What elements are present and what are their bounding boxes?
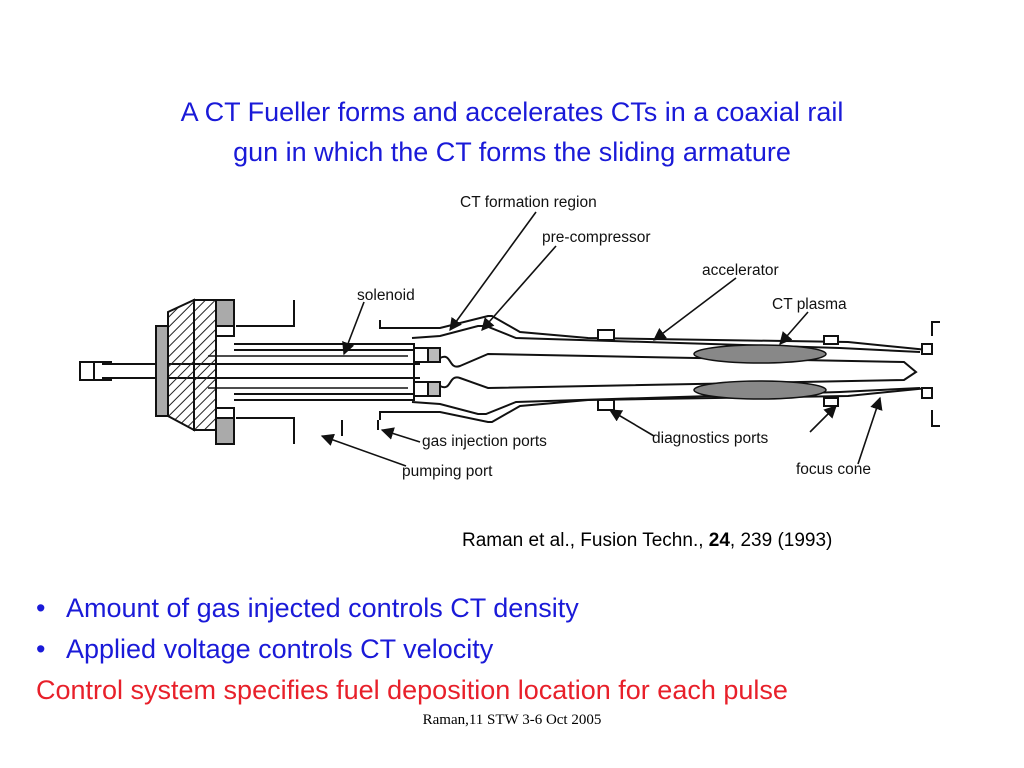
leader-arrows (320, 211, 883, 467)
title-line-1: A CT Fueller forms and accelerates CTs i… (180, 97, 844, 127)
inner-electrode (439, 352, 918, 390)
gun-structure (79, 298, 940, 445)
label-focus-cone: focus cone (796, 461, 871, 478)
ct-plasma-top (693, 344, 827, 364)
slide-footer: Raman,11 STW 3-6 Oct 2005 (422, 712, 602, 728)
outer-electrode (234, 343, 415, 401)
citation: Raman et al., Fusion Techn., 24, 239 (19… (462, 530, 832, 552)
label-solenoid: solenoid (357, 287, 415, 304)
end-flange (155, 325, 169, 417)
slide-title: A CT Fueller forms and accelerates CTs i… (40, 92, 984, 172)
bullet-symbol: • (36, 593, 46, 623)
ct-plasma-bottom (693, 380, 827, 400)
outer-wall-bottom (412, 387, 929, 423)
title-line-2: gun in which the CT forms the sliding ar… (233, 137, 791, 167)
label-ct-formation-region: CT formation region (460, 194, 597, 211)
citation-volume: 24 (708, 530, 730, 551)
bullet-text: Applied voltage controls CT velocity (66, 634, 494, 664)
ct-plasma (693, 344, 827, 400)
label-gas-injection-ports: gas injection ports (422, 433, 547, 450)
diagnostics-port (597, 399, 615, 411)
citation-suffix: , 239 (1993) (729, 530, 833, 551)
label-pre-compressor: pre-compressor (542, 229, 651, 246)
label-accelerator: accelerator (702, 262, 779, 279)
citation-prefix: Raman et al., Fusion Techn., (462, 530, 709, 551)
bullet-text: Amount of gas injected controls CT densi… (66, 593, 579, 623)
bullet-item: • Amount of gas injected controls CT dens… (36, 588, 579, 629)
diagnostics-port (597, 329, 615, 341)
inner-rod (102, 363, 420, 379)
diagnostics-port (823, 397, 839, 407)
diagnostics-port (823, 335, 839, 345)
bullet-item: • Applied voltage controls CT velocity (36, 629, 579, 670)
bullet-list: • Amount of gas injected controls CT dens… (36, 588, 579, 670)
highlight-statement: Control system specifies fuel deposition… (36, 675, 788, 705)
hatched-block (167, 298, 195, 432)
bullet-symbol: • (36, 634, 46, 664)
label-ct-plasma: CT plasma (772, 296, 847, 313)
label-diagnostics-ports: diagnostics ports (652, 430, 769, 447)
outer-wall-top (412, 315, 929, 351)
rod-stub (79, 361, 95, 381)
solenoid-housing (236, 300, 295, 444)
label-pumping-port: pumping port (402, 463, 493, 480)
